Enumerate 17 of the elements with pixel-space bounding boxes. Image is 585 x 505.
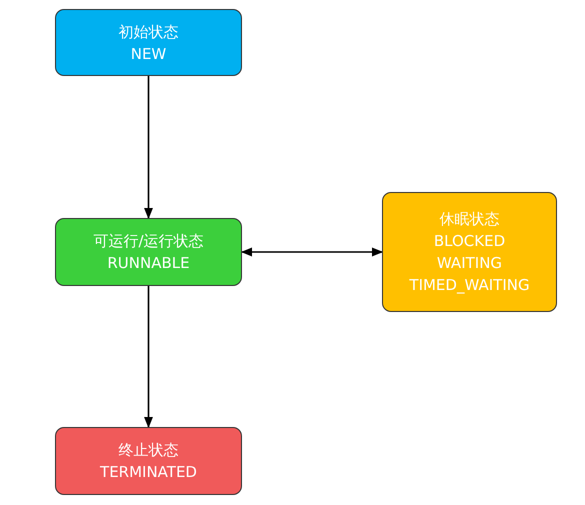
state-label: TIMED_WAITING <box>409 275 530 296</box>
state-label: WAITING <box>436 253 502 274</box>
state-label: 初始状态 <box>118 22 178 42</box>
state-label: NEW <box>130 44 166 64</box>
state-label: BLOCKED <box>434 231 506 252</box>
state-box <box>382 192 557 312</box>
state-label: TERMINATED <box>100 462 197 483</box>
arrow <box>144 286 153 428</box>
state-label: 休眠状态 <box>440 209 500 230</box>
arrow <box>240 248 384 256</box>
arrow <box>144 76 153 220</box>
state-box <box>55 218 242 286</box>
state-label: 终止状态 <box>118 440 178 461</box>
state-label: 可运行/运行状态 <box>93 231 204 252</box>
state-box <box>55 9 242 76</box>
state-label: RUNNABLE <box>107 253 190 274</box>
state-box <box>55 427 242 495</box>
